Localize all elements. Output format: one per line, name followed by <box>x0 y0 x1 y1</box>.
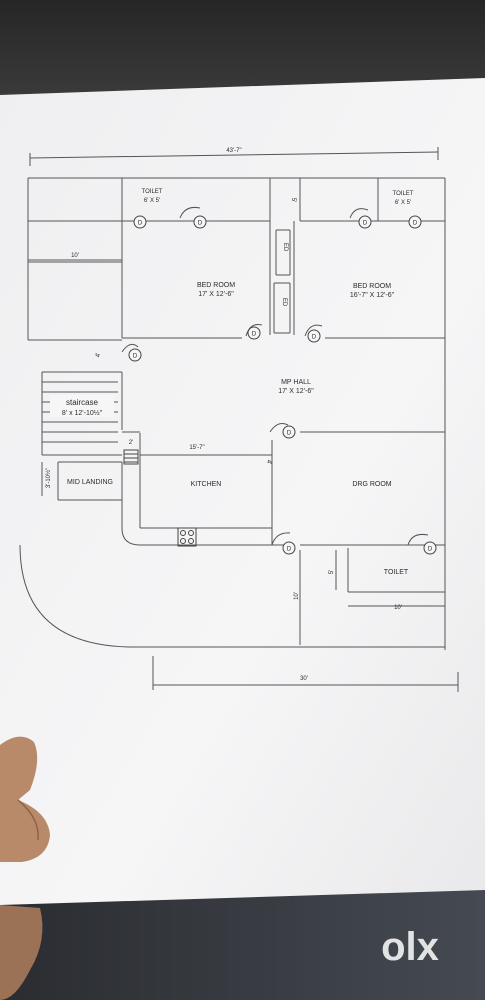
staircase-label-bg <box>50 395 114 417</box>
paper-sheet <box>0 78 485 905</box>
bed-room-right-name: BED ROOM <box>353 283 391 290</box>
kitchen-name: KITCHEN <box>191 481 222 488</box>
door-marker: D <box>287 547 292 553</box>
bed-room-right-size: 16'-7" X 12'-6" <box>350 292 395 299</box>
staircase-size: 8' x 12'-10½" <box>62 409 103 417</box>
door-marker: D <box>252 332 257 338</box>
door-marker: D <box>363 221 368 227</box>
stove-symbol <box>177 527 197 547</box>
wardrobe-label: ED <box>282 243 288 252</box>
toilet-right-name: TOILET <box>393 191 414 197</box>
kitchen-width-label: 15'-7" <box>189 445 204 451</box>
lower-horizontal-label: 10' <box>394 605 402 611</box>
toilet-left-name: TOILET <box>142 189 163 195</box>
door-marker: D <box>138 221 143 227</box>
mid-landing-name: MID LANDING <box>67 479 113 486</box>
door-marker: D <box>287 431 292 437</box>
door-marker: D <box>312 335 317 341</box>
wardrobe-label: ED <box>281 298 287 307</box>
mp-hall-name: MP HALL <box>281 379 311 386</box>
door-markers: D D D D D D D D D D <box>128 215 437 555</box>
lower-vertical-label: 10' <box>294 592 300 600</box>
staircase-name: staircase <box>66 398 99 407</box>
bed-room-left-name: BED ROOM <box>197 282 235 289</box>
mp-hall-size: 17' X 12'-6" <box>278 388 314 395</box>
small-dim-label: 2' <box>129 440 133 446</box>
toilet-height-label: 5' <box>329 570 335 574</box>
hand-shape <box>0 736 50 1000</box>
duct-hatch <box>123 449 139 465</box>
toilet-right-size: 6' X 5' <box>395 200 411 206</box>
bottom-width-label: 30' <box>300 676 308 682</box>
bed-room-left-size: 17' X 12'-6" <box>198 291 234 298</box>
toilet-lower-name: TOILET <box>384 569 409 576</box>
door-width-label: 4' <box>265 460 271 464</box>
olx-watermark: olx <box>381 925 439 969</box>
stair-offset-label: 4' <box>96 353 102 357</box>
mid-landing-dim-label: 3'-10½" <box>45 468 52 488</box>
left-strip-label: 10' <box>71 253 79 259</box>
door-marker: D <box>198 221 203 227</box>
door-marker: D <box>413 221 418 227</box>
passage-label: 5' <box>290 198 296 202</box>
overall-width-label: 43'-7" <box>226 148 241 154</box>
door-marker: D <box>133 354 138 360</box>
drg-room-name: DRG ROOM <box>352 481 391 488</box>
door-marker: D <box>428 547 433 553</box>
toilet-left-size: 6' X 5' <box>144 198 160 204</box>
